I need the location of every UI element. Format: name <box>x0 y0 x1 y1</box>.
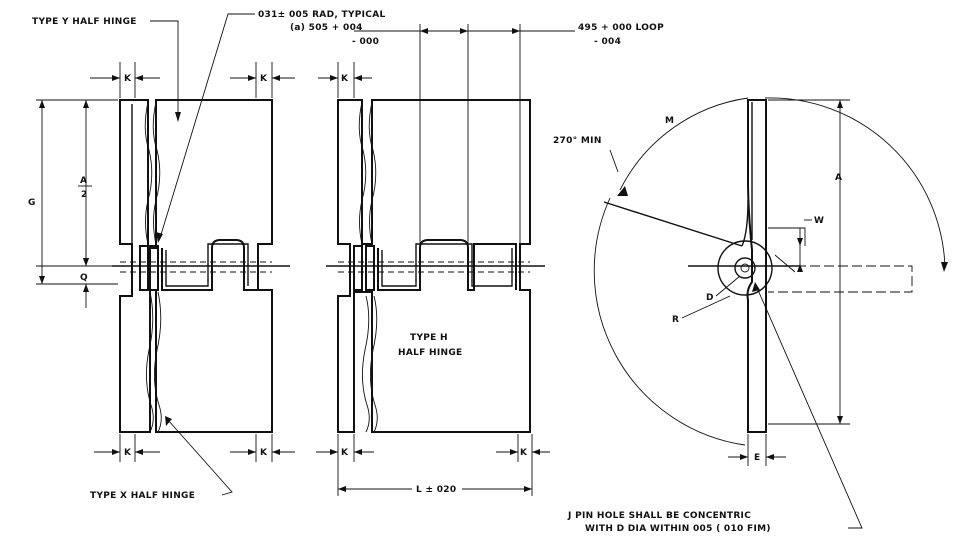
arc-270-upper <box>619 97 749 191</box>
label-dim-a-top: (a) 505 + 004 <box>290 23 363 33</box>
middle-hinge-outline <box>337 99 531 433</box>
arrow-w2 <box>797 264 803 272</box>
middle-knuckles <box>353 239 517 291</box>
label-e: E <box>754 453 760 463</box>
arrow-l1 <box>338 486 346 492</box>
arrow-g1 <box>39 100 45 108</box>
label-a-half-num: A <box>80 176 87 186</box>
arrow-q2 <box>83 284 89 292</box>
pin-hole-circle <box>734 257 756 279</box>
break-line-upper-2 <box>152 101 161 245</box>
label-loop-bottom: - 004 <box>594 37 621 47</box>
label-dim-a-bottom: - 000 <box>352 37 379 47</box>
leader-w-2 <box>774 254 796 273</box>
mid-break-upper-2 <box>368 101 377 245</box>
leader-rad <box>159 13 255 239</box>
mid-break-lower-2 <box>370 295 378 433</box>
label-r: R <box>672 315 679 325</box>
leader-type-x-arrow <box>165 416 172 426</box>
label-w: W <box>814 216 824 226</box>
label-loop-top: 495 + 000 LOOP <box>578 23 664 33</box>
arrow-kb3 <box>248 449 256 455</box>
mid-break-lower-1 <box>362 295 370 433</box>
mid-break-upper-1 <box>358 101 367 245</box>
arrow-k3 <box>248 75 256 81</box>
arrow-k4 <box>272 75 280 81</box>
arrow-k2 <box>135 75 143 81</box>
arrow-km2 <box>354 75 362 81</box>
label-l-dim: L ± 020 <box>416 485 456 495</box>
label-270-min: 270° MIN <box>553 136 602 146</box>
leader-r <box>681 295 731 319</box>
label-k-2: K <box>260 74 268 84</box>
pin-knuckle-circle <box>717 240 773 296</box>
left-knuckles <box>139 239 258 291</box>
arrow-kmb3 <box>510 449 518 455</box>
break-line-lower-1 <box>146 291 154 433</box>
arrow-kmb1 <box>330 449 338 455</box>
leader-j-note <box>757 289 863 529</box>
leader-270 <box>609 149 619 173</box>
label-k-5: K <box>341 74 349 84</box>
arrow-e2 <box>766 454 774 460</box>
arrow-kb1 <box>112 449 120 455</box>
arrow-ah1 <box>83 100 89 108</box>
note-line-2: WITH D DIA WITHIN 005 ( 010 FIM) <box>585 524 771 534</box>
arrow-l2 <box>524 486 532 492</box>
arrow-kmb2 <box>354 449 362 455</box>
middle-knuckle-inner <box>381 243 513 287</box>
label-k-1: K <box>124 74 132 84</box>
break-line-lower-2 <box>154 291 162 433</box>
label-m: M <box>665 116 674 126</box>
arrow-a2 <box>460 28 468 34</box>
label-k-6: K <box>341 448 349 458</box>
arrow-a3 <box>512 28 520 34</box>
arrow-a1 <box>420 28 428 34</box>
side-leaf <box>746 99 767 433</box>
arrow-sa1 <box>837 100 843 108</box>
leader-type-y <box>150 20 179 120</box>
left-knuckle-inner <box>165 243 249 287</box>
label-a-half-den: 2 <box>81 190 88 200</box>
label-q: Q <box>80 273 88 283</box>
arc-m-arrow <box>941 262 948 272</box>
leader-j-arrow <box>752 282 760 292</box>
label-rad-typical: 031± 005 RAD, TYPICAL <box>258 10 386 20</box>
arrow-sa2 <box>837 416 843 424</box>
label-k-7: K <box>520 448 528 458</box>
pin-center <box>740 263 750 273</box>
arrow-kb2 <box>135 449 143 455</box>
arc-m <box>764 97 946 269</box>
arrow-e1 <box>740 454 748 460</box>
label-k-3: K <box>124 448 132 458</box>
arrow-q1 <box>83 258 89 266</box>
leader-type-x <box>167 419 233 496</box>
label-type-h-2: HALF HINGE <box>398 348 462 358</box>
arrow-g2 <box>39 276 45 284</box>
leader-rad-arrow <box>156 232 163 243</box>
arrow-kb4 <box>272 449 280 455</box>
arrow-kmb4 <box>532 449 540 455</box>
label-type-h-1: TYPE H <box>410 333 448 343</box>
leader-type-y-arrow <box>175 112 181 122</box>
break-line-upper-1 <box>144 101 153 245</box>
label-g: G <box>28 198 36 208</box>
label-type-x-half-hinge: TYPE X HALF HINGE <box>90 491 195 501</box>
arc-270-arrow <box>617 186 628 196</box>
arc-270-lower <box>593 197 746 446</box>
side-angled-join <box>741 199 749 247</box>
arrow-k1 <box>112 75 120 81</box>
arrow-km1 <box>330 75 338 81</box>
label-a: A <box>835 173 842 183</box>
label-type-y-half-hinge: TYPE Y HALF HINGE <box>32 17 137 27</box>
side-angled-leaf <box>603 201 743 247</box>
note-line-1: J PIN HOLE SHALL BE CONCENTRIC <box>567 511 751 521</box>
label-k-4: K <box>260 448 268 458</box>
leader-d <box>715 275 741 297</box>
arrow-w1 <box>797 238 803 246</box>
dim-w-ext <box>768 227 806 246</box>
label-d: D <box>706 293 714 303</box>
